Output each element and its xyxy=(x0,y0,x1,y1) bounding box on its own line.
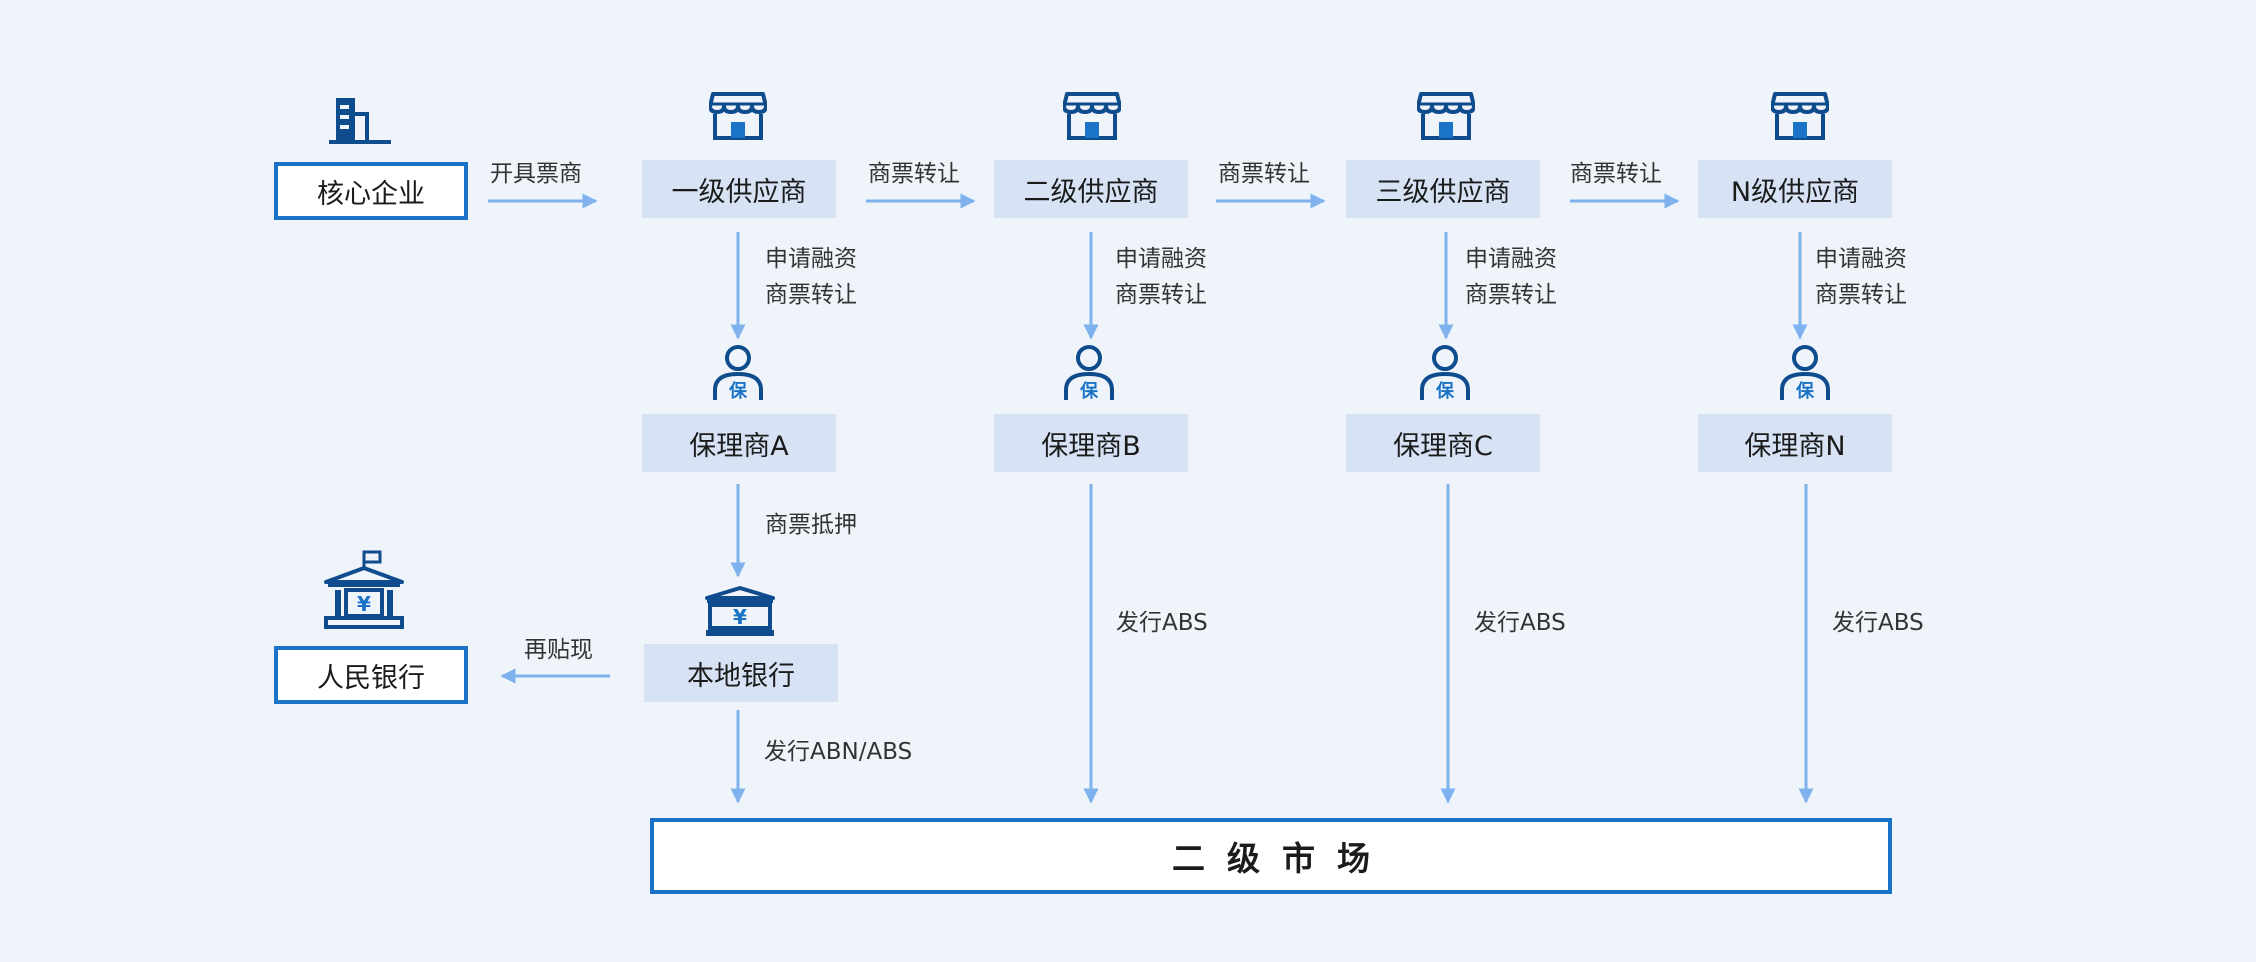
issue-bill-label: 开具票商 xyxy=(490,161,582,187)
person-badge-icon: 保 xyxy=(1064,345,1114,402)
financing-label-n: 申请融资 商票转让 xyxy=(1815,241,1907,313)
transfer-label-3: 商票转让 xyxy=(1570,161,1662,187)
apply-financing-text: 申请融资 xyxy=(1465,246,1557,272)
storefront-icon xyxy=(709,92,767,140)
storefront-icon xyxy=(1063,92,1121,140)
factor-badge-text: 保 xyxy=(1079,380,1099,402)
financing-label-1: 申请融资 商票转让 xyxy=(765,241,857,313)
apply-financing-text: 申请融资 xyxy=(765,246,857,272)
person-badge-icon: 保 xyxy=(1780,345,1830,402)
supplier-2-box: 二级供应商 xyxy=(994,160,1188,218)
storefront-icon xyxy=(1417,92,1475,140)
factor-b-box: 保理商B xyxy=(994,414,1188,472)
office-building-icon xyxy=(329,98,391,144)
factor-c-box: 保理商C xyxy=(1346,414,1540,472)
factor-a-box: 保理商A xyxy=(642,414,836,472)
issue-abn-abs-label: 发行ABN/ABS xyxy=(764,739,913,765)
bill-transfer-text: 商票转让 xyxy=(1815,282,1907,308)
local-bank-box: 本地银行 xyxy=(644,644,838,702)
factor-badge-text: 保 xyxy=(728,380,748,402)
bill-transfer-text: 商票转让 xyxy=(1465,282,1557,308)
supplier-3-box: 三级供应商 xyxy=(1346,160,1540,218)
factor-badge-text: 保 xyxy=(1795,380,1815,402)
financing-label-3: 申请融资 商票转让 xyxy=(1465,241,1557,313)
transfer-label-1: 商票转让 xyxy=(868,161,960,187)
financing-label-2: 申请融资 商票转让 xyxy=(1115,241,1207,313)
person-badge-icon: 保 xyxy=(1420,345,1470,402)
bill-pledge-label: 商票抵押 xyxy=(765,512,857,538)
apply-financing-text: 申请融资 xyxy=(1815,246,1907,272)
secondary-market-box: 二级市场 xyxy=(650,818,1892,894)
bank-yuan-symbol: ¥ xyxy=(357,592,371,616)
person-badge-icon: 保 xyxy=(713,345,763,402)
transfer-label-2: 商票转让 xyxy=(1218,161,1310,187)
apply-financing-text: 申请融资 xyxy=(1115,246,1207,272)
bank-yuan-symbol: ¥ xyxy=(733,605,747,629)
supplier-1-box: 一级供应商 xyxy=(642,160,836,218)
bill-transfer-text: 商票转让 xyxy=(765,282,857,308)
issue-abs-label-b: 发行ABS xyxy=(1116,610,1208,636)
rediscount-label: 再贴现 xyxy=(524,637,593,663)
factor-badge-text: 保 xyxy=(1435,380,1455,402)
storefront-icon xyxy=(1771,92,1829,140)
factor-n-box: 保理商N xyxy=(1698,414,1892,472)
core-enterprise-box: 核心企业 xyxy=(274,162,468,220)
issue-abs-label-n: 发行ABS xyxy=(1832,610,1924,636)
central-bank-box: 人民银行 xyxy=(274,646,468,704)
issue-abs-label-c: 发行ABS xyxy=(1474,610,1566,636)
bill-transfer-text: 商票转让 xyxy=(1115,282,1207,308)
supplier-n-box: N级供应商 xyxy=(1698,160,1892,218)
bank-yuan-icon: ¥ xyxy=(705,586,775,636)
central-bank-icon: ¥ xyxy=(324,550,404,629)
